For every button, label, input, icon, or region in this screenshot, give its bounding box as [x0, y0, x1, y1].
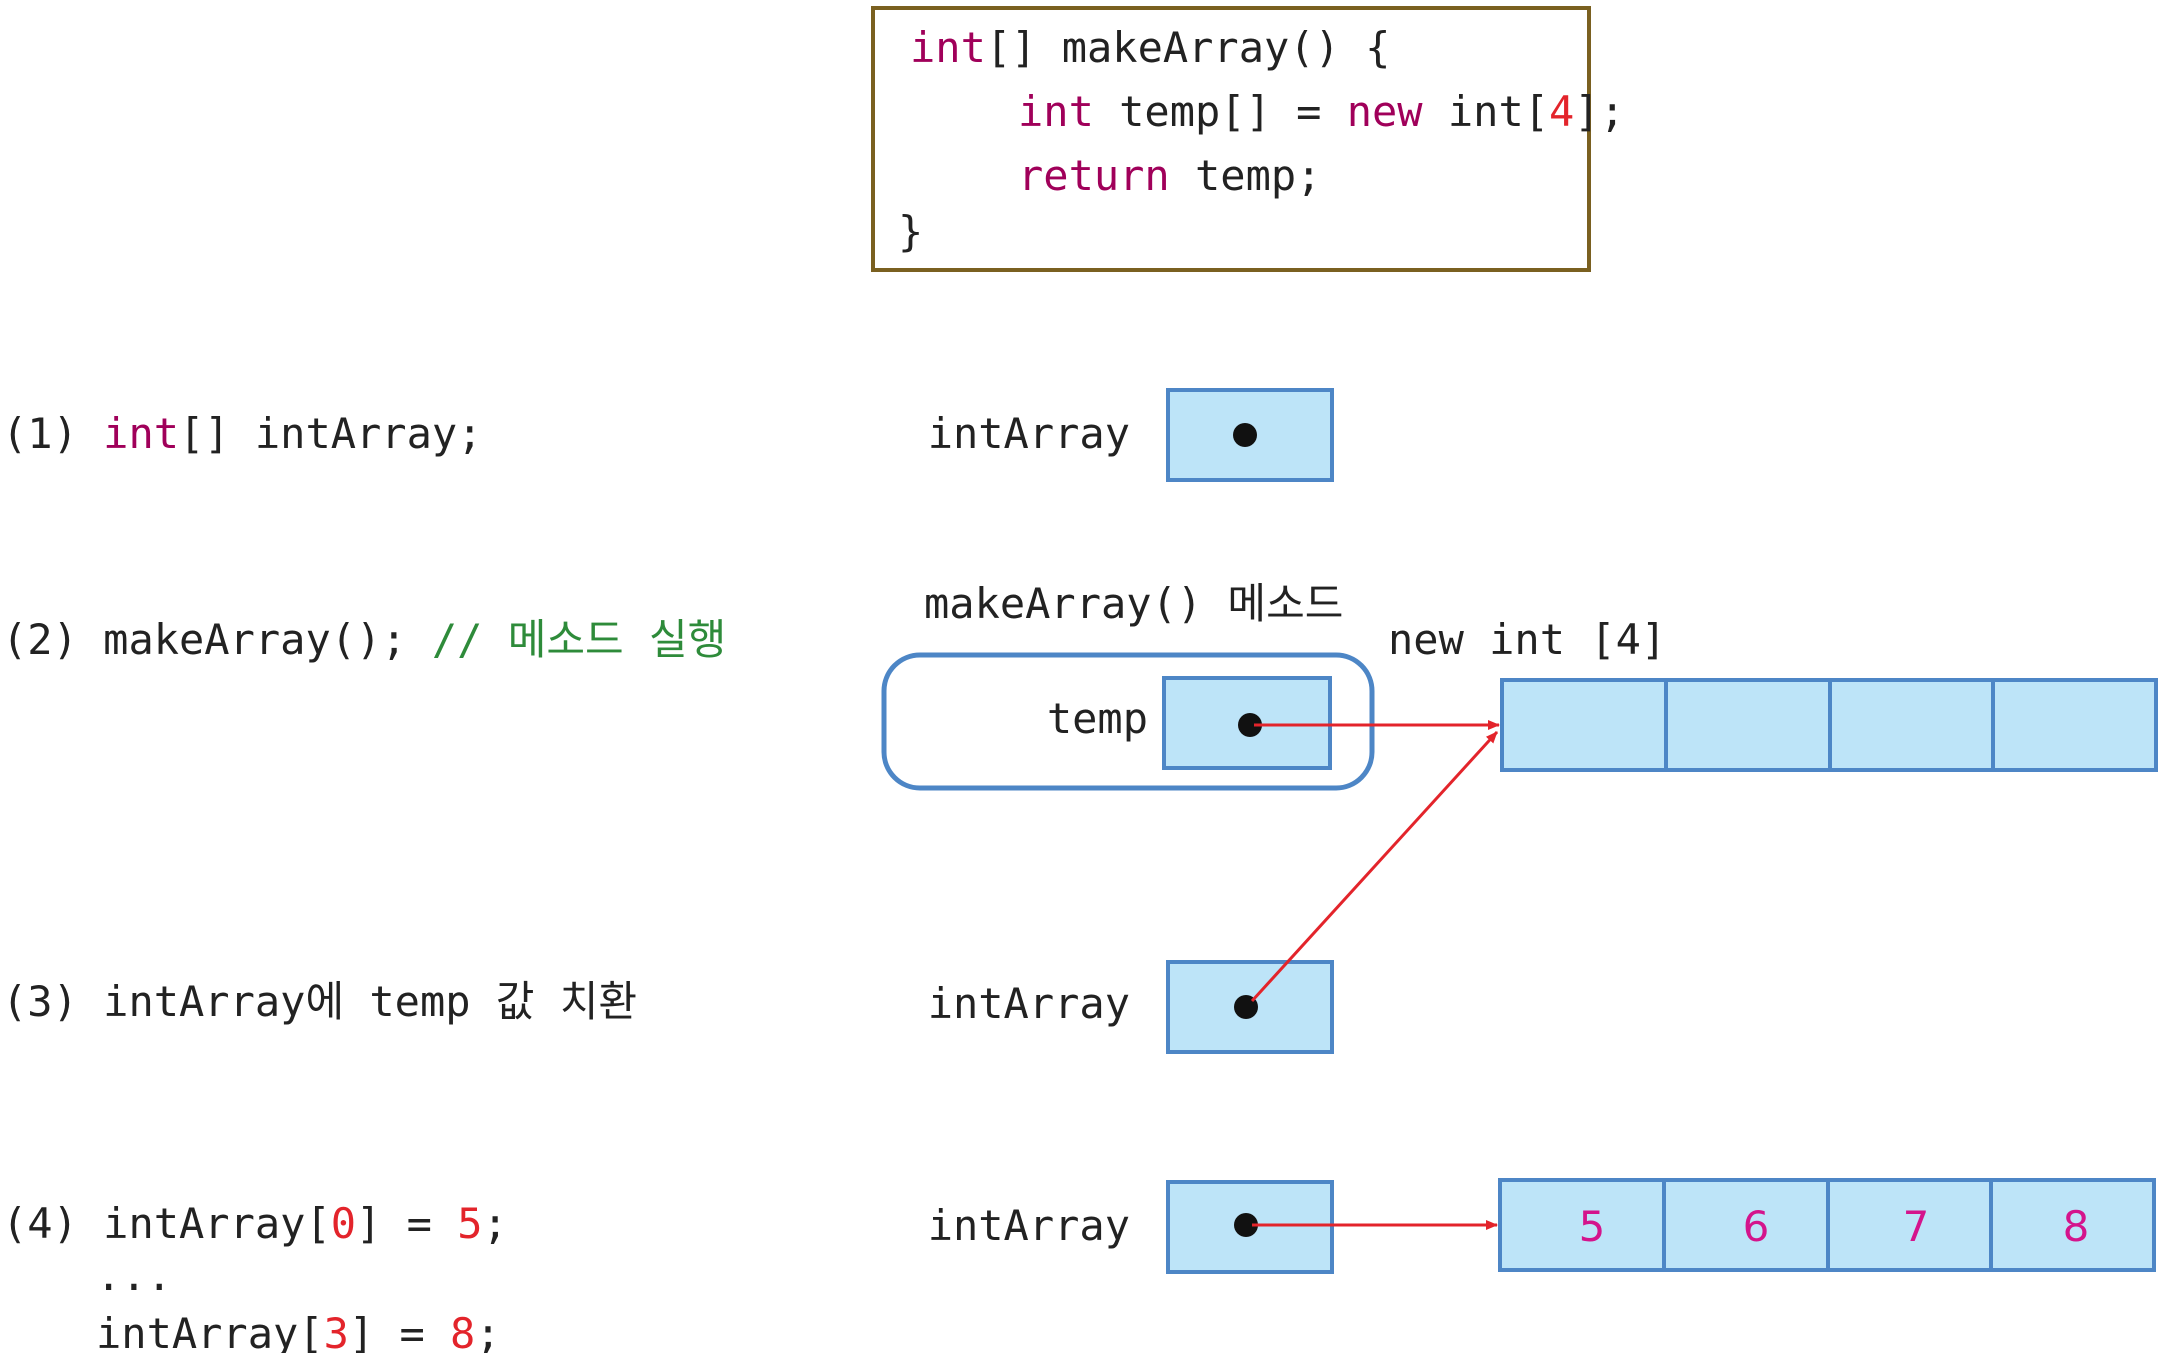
- array-value-0: 5: [1579, 1202, 1606, 1251]
- step-3-label: (3) intArray에 temp 값 치환: [2, 977, 637, 1026]
- step-4-line-1: (4) intArray[0] = 5;: [2, 1199, 508, 1248]
- empty-array: [1500, 678, 2158, 772]
- method-frame-border: [881, 652, 1375, 791]
- temp-var-label: temp: [1047, 694, 1148, 743]
- row3-var-label: intArray: [928, 979, 1130, 1028]
- step-1-label: (1) int[] intArray;: [2, 409, 482, 458]
- code-line-1: int[] makeArray() {: [910, 23, 1390, 72]
- code-box: int[] makeArray() { int temp[] = new int…: [871, 6, 1625, 272]
- step-4-line-3: intArray[3] = 8;: [96, 1309, 501, 1353]
- row4-ref-dot: [1234, 1213, 1258, 1237]
- array-value-1: 6: [1743, 1202, 1770, 1251]
- temp-ref-dot: [1238, 713, 1262, 737]
- code-line-4: }: [898, 207, 923, 256]
- step-2-label: (2) makeArray(); // 메소드 실행: [2, 615, 726, 664]
- filled-array: 5 6 7 8: [1498, 1178, 2156, 1272]
- code-line-3: return temp;: [1018, 151, 1321, 200]
- step-4-line-2: ...: [96, 1251, 172, 1300]
- array-value-3: 8: [2063, 1202, 2090, 1251]
- intArray-to-array-arrow: [1250, 730, 1499, 1003]
- code-line-2: int temp[] = new int[4];: [1018, 87, 1625, 136]
- row1-ref-dot: [1233, 423, 1257, 447]
- row1-var-label: intArray: [928, 409, 1130, 458]
- method-frame-label: makeArray() 메소드: [924, 579, 1343, 628]
- code-box-border: [871, 6, 1591, 272]
- row4-ref-cell: [1166, 1180, 1334, 1274]
- row4-var-label: intArray: [928, 1201, 1130, 1250]
- array-value-2: 7: [1903, 1202, 1930, 1251]
- new-array-label: new int [4]: [1388, 615, 1666, 664]
